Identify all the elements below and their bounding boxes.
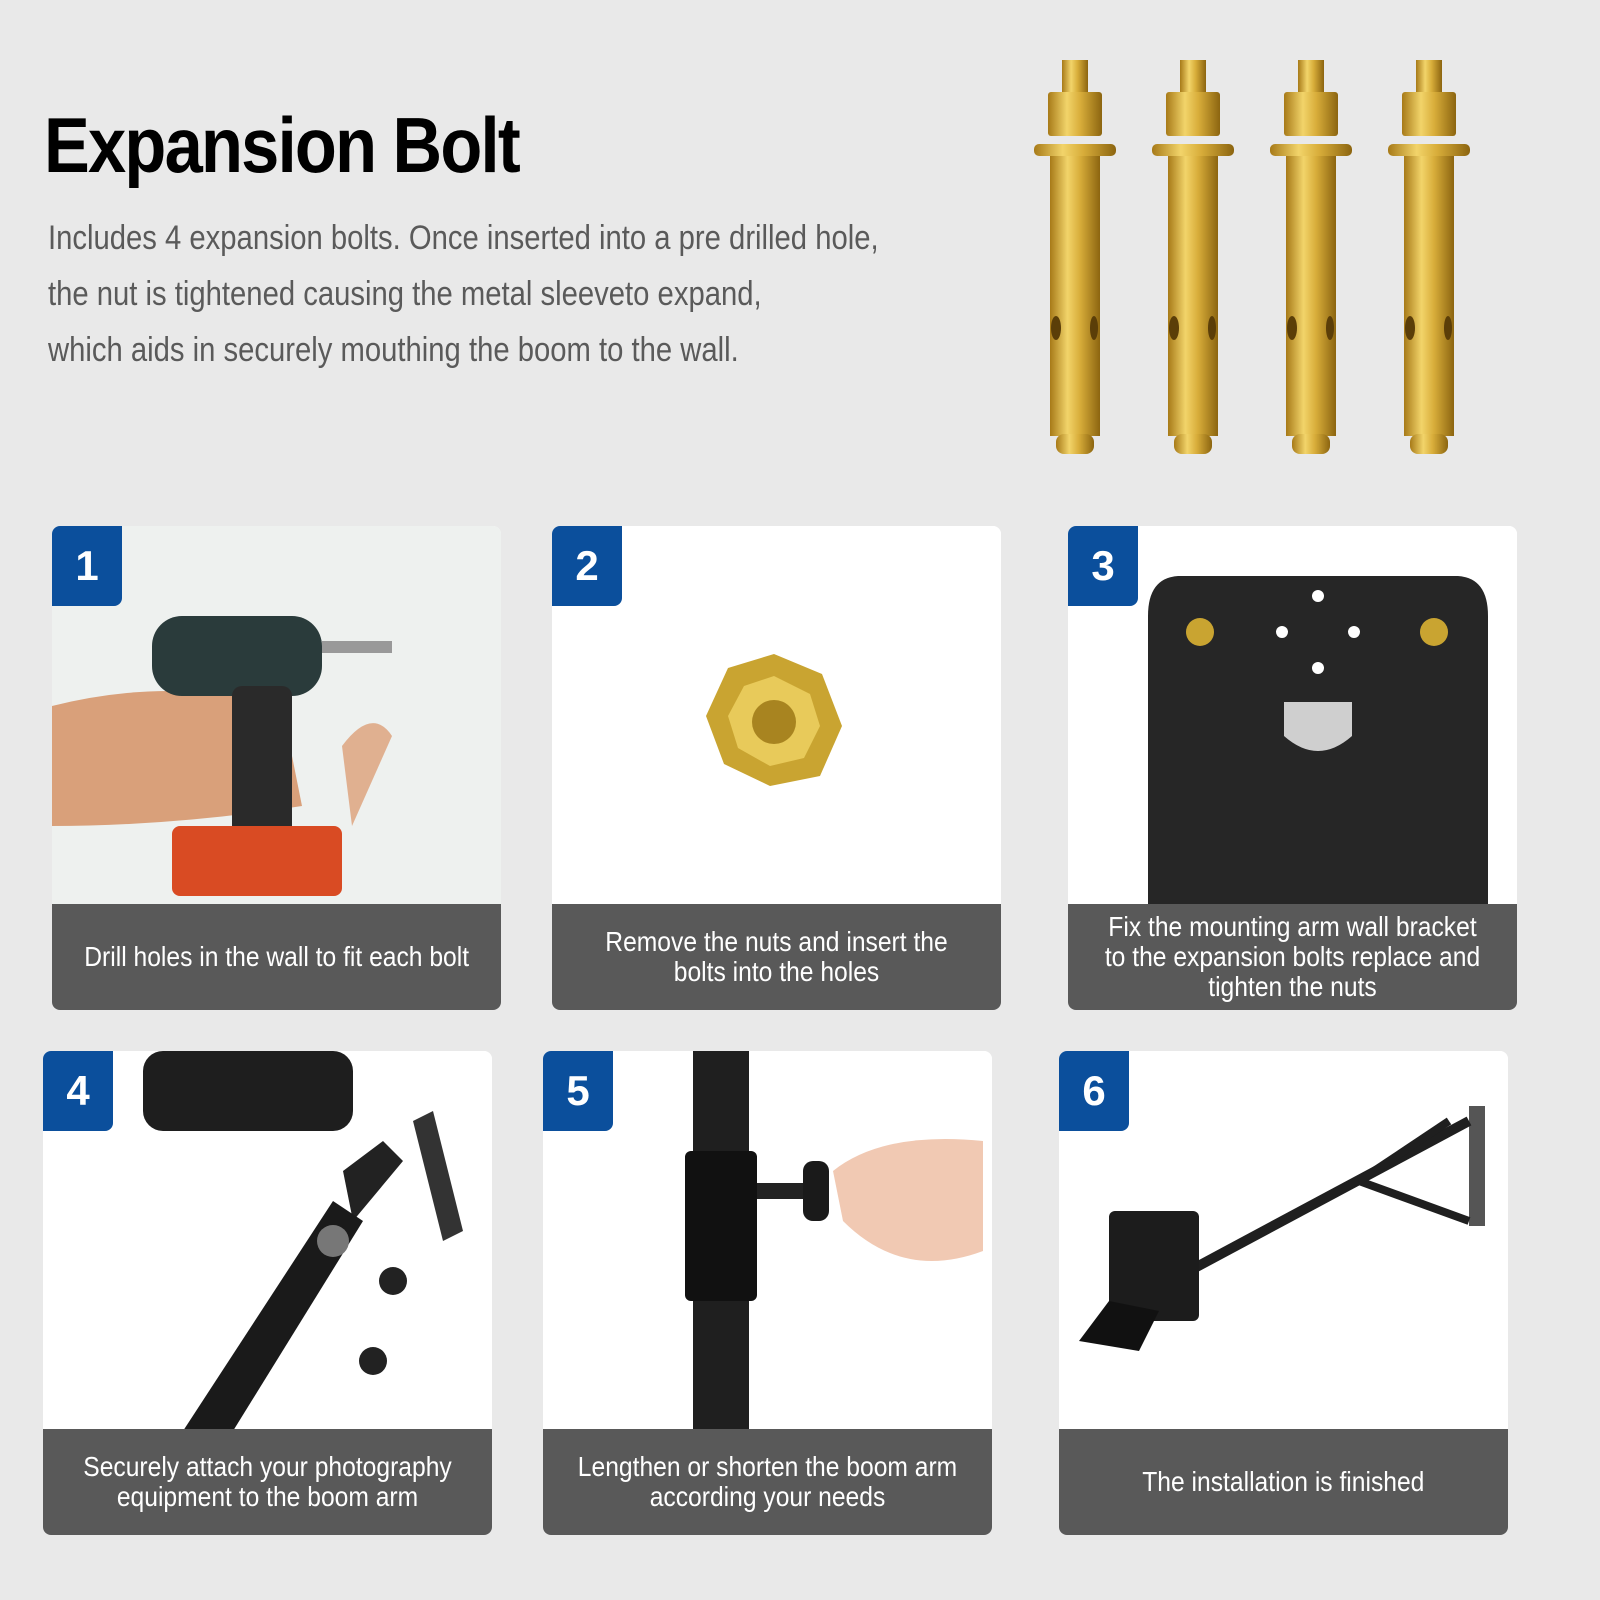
step-card-6: 6 The installation is finished [1059, 1051, 1508, 1535]
step-number-badge: 2 [552, 526, 622, 606]
adjust-knob-icon [543, 1051, 992, 1431]
description-line: Includes 4 expansion bolts. Once inserte… [48, 219, 879, 257]
step-card-2: 2 Remove the nuts and insert the bolts i… [552, 526, 1001, 1010]
mounted-arm-icon [1059, 1051, 1508, 1431]
step-card-5: 5 Lengthen or shorten the boom arm accor… [543, 1051, 992, 1535]
step-caption: Drill holes in the wall to fit each bolt [52, 904, 501, 1010]
step-caption: Lengthen or shorten the boom arm accordi… [543, 1429, 992, 1535]
step-card-4: 4 Securely attach your photography equip… [43, 1051, 492, 1535]
step-number-badge: 1 [52, 526, 122, 606]
step-number-badge: 6 [1059, 1051, 1129, 1131]
step-caption: Securely attach your photography equipme… [43, 1429, 492, 1535]
step-number-badge: 3 [1068, 526, 1138, 606]
step-card-1: 1 Drill holes in the wall to fit each bo… [52, 526, 501, 1010]
step-number-badge: 4 [43, 1051, 113, 1131]
description: Includes 4 expansion bolts. Once inserte… [48, 210, 879, 378]
step-number-badge: 5 [543, 1051, 613, 1131]
step-caption: Remove the nuts and insert the bolts int… [552, 904, 1001, 1010]
boom-arm-light-icon [43, 1051, 492, 1431]
description-line: which aids in securely mouthing the boom… [48, 331, 739, 369]
nut-icon [552, 526, 1001, 906]
bolts-product-image [1030, 58, 1500, 468]
step-card-3: 3 Fix the mounting arm wall bracket to t… [1068, 526, 1517, 1010]
drill-icon [52, 526, 501, 906]
step-caption: Fix the mounting arm wall bracket to the… [1068, 904, 1517, 1010]
description-line: the nut is tightened causing the metal s… [48, 275, 762, 313]
expansion-bolt-icon [1034, 60, 1470, 454]
wall-bracket-icon [1068, 526, 1517, 906]
step-caption: The installation is finished [1059, 1429, 1508, 1535]
page-title: Expansion Bolt [44, 101, 521, 189]
